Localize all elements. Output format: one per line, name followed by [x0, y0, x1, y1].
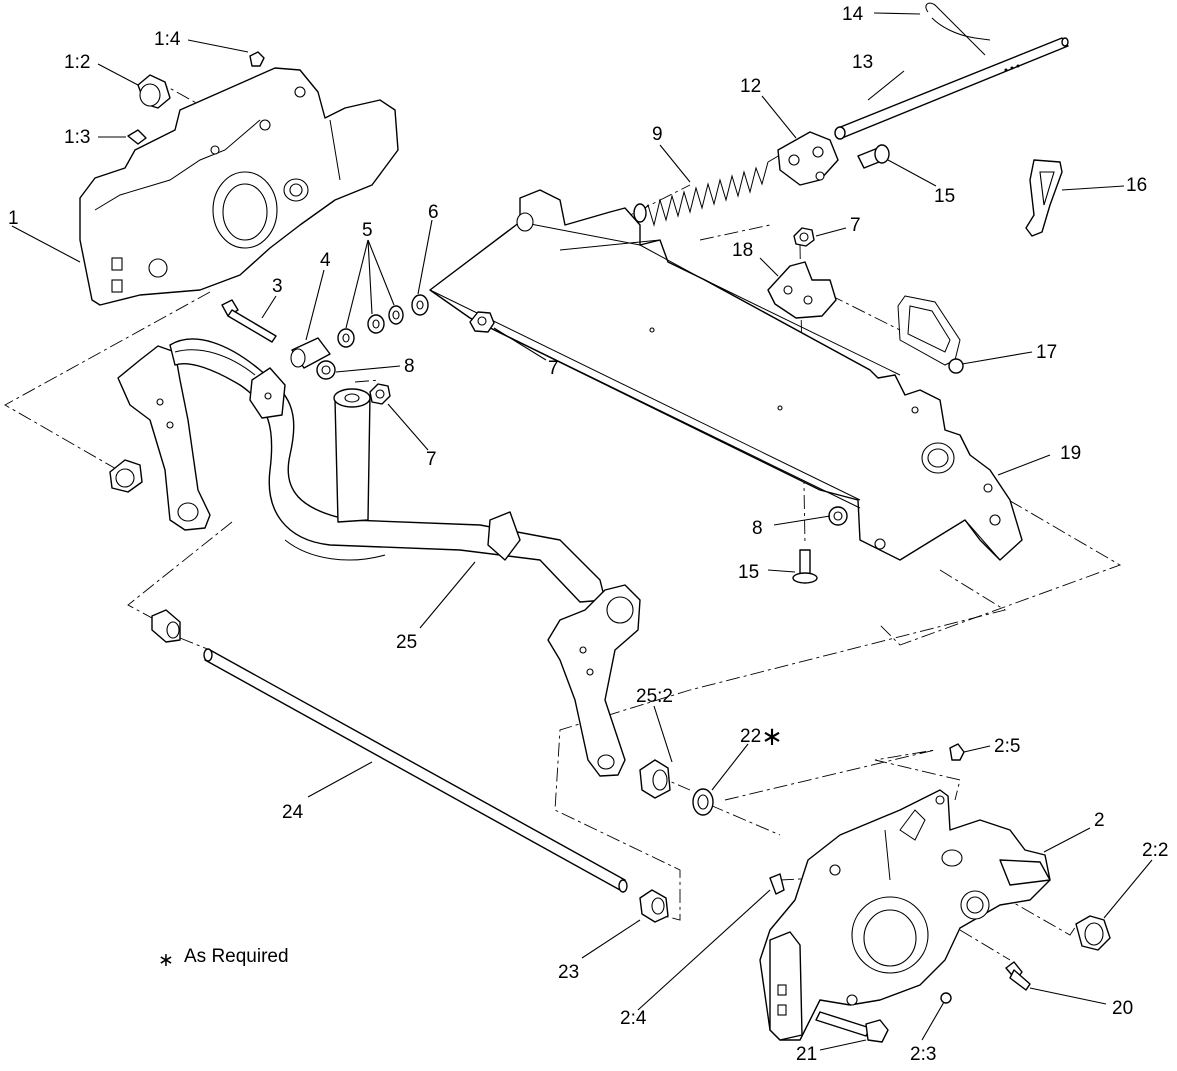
- callout-13: 13: [852, 52, 873, 73]
- callout-4: 4: [320, 250, 331, 271]
- callout-19: 19: [1060, 443, 1081, 464]
- part-20-bolt: [1005, 961, 1031, 991]
- callout-20: 20: [1112, 998, 1133, 1019]
- callout-23: 23: [558, 962, 579, 983]
- leader-lines: [11, 12, 1153, 1051]
- callout-1-4: 1:4: [154, 29, 181, 50]
- callout-2-5: 2:5: [994, 736, 1020, 757]
- part-25-2-bushing: [639, 759, 671, 799]
- footnote-text: As Required: [184, 946, 289, 967]
- callout-16: 16: [1126, 175, 1147, 196]
- part-15-clevis-pin-lower: [792, 549, 818, 584]
- callout-3: 3: [272, 276, 283, 297]
- part-2-5-fitting: [949, 743, 965, 761]
- callout-7-upper: 7: [548, 358, 559, 379]
- callout-18: 18: [732, 240, 753, 261]
- part-2-2-bushing: [1075, 915, 1111, 951]
- part-16-clip: [1025, 159, 1063, 237]
- part-17-lynch-pin: [897, 295, 964, 374]
- part-8-nut-lower: [828, 506, 848, 526]
- part-2-3-fitting: [940, 992, 952, 1004]
- bushing-left: [109, 459, 143, 493]
- part-1-4-grease-fitting: [249, 51, 265, 67]
- part-1-left-side-plate: [79, 67, 399, 306]
- callout-8-upper: 8: [404, 356, 415, 377]
- part-22-washer: [692, 788, 714, 816]
- part-25-linkage-assembly: [117, 338, 641, 777]
- callout-labels: 1 1:2 1:3 1:4 3 4 5 6 8 7 7 9 12 13 14 1…: [8, 4, 1168, 1065]
- callout-17: 17: [1036, 342, 1057, 363]
- part-8-nut-upper: [316, 360, 336, 380]
- callout-2-3: 2:3: [910, 1044, 936, 1065]
- callout-12: 12: [740, 76, 761, 97]
- part-9-spring: [633, 154, 781, 227]
- callout-25-2: 25:2: [636, 686, 673, 707]
- callout-8-lower: 8: [752, 518, 763, 539]
- part-18-bracket: [767, 261, 837, 319]
- callout-14: 14: [842, 4, 864, 25]
- footnote: ∗ As Required: [158, 946, 289, 971]
- callout-25: 25: [396, 632, 417, 653]
- callout-24: 24: [282, 802, 304, 823]
- callout-2-2: 2:2: [1142, 840, 1168, 861]
- part-7-nut-middle: [369, 383, 391, 405]
- part-1-2-bushing: [137, 74, 171, 109]
- callout-9: 9: [652, 124, 663, 145]
- callout-1-3: 1:3: [64, 127, 90, 148]
- part-2-4-pin: [769, 873, 785, 895]
- part-5-washers: [337, 305, 404, 348]
- callout-22-number: 22: [740, 726, 761, 747]
- callout-2-4: 2:4: [620, 1008, 647, 1029]
- callout-22-asterisk: ∗: [761, 721, 783, 751]
- callout-6: 6: [428, 202, 439, 223]
- part-3-bolt: [221, 299, 277, 343]
- callout-2: 2: [1094, 810, 1105, 831]
- part-19-main-frame: [429, 189, 1023, 561]
- callout-15-lower: 15: [738, 562, 759, 583]
- part-23-bushing-left: [151, 609, 181, 643]
- part-13-rod: [834, 37, 1069, 140]
- part-24-rod: [203, 648, 628, 893]
- part-15-clevis-pin-upper: [857, 144, 890, 169]
- part-7-nut-upper: [469, 311, 495, 333]
- callout-21: 21: [796, 1044, 817, 1065]
- part-2-right-side-plate: [759, 789, 1051, 1041]
- callout-15-upper: 15: [934, 186, 955, 207]
- part-6-washer: [411, 294, 429, 316]
- part-23-bushing-right: [639, 889, 669, 923]
- part-21-bolt: [815, 1011, 889, 1043]
- callout-7-middle: 7: [426, 449, 437, 470]
- callout-1: 1: [8, 208, 19, 229]
- part-7-nut-right: [793, 227, 815, 247]
- part-12-bracket: [777, 131, 839, 186]
- part-4-spacer: [290, 337, 331, 369]
- callout-5: 5: [362, 220, 373, 241]
- callout-22: 22∗: [740, 721, 783, 751]
- part-14-hairpin: [925, 2, 991, 56]
- footnote-asterisk: ∗: [158, 950, 174, 971]
- callout-7-right: 7: [850, 215, 861, 236]
- callout-1-2: 1:2: [64, 52, 90, 73]
- part-1-3-grease-fitting: [127, 129, 147, 145]
